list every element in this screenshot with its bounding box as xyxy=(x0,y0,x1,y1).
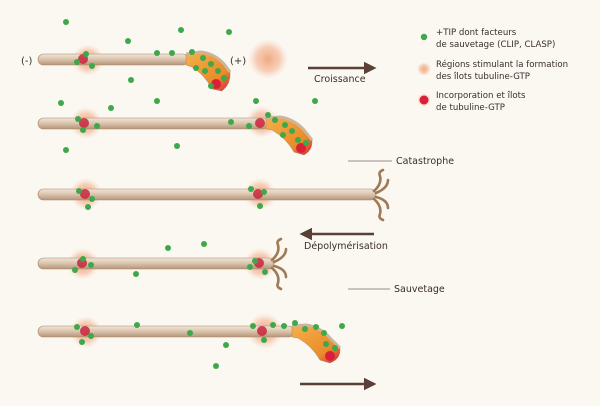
legend-region-line1: Régions stimulant la formation xyxy=(436,59,568,70)
minus-end-label: (-) xyxy=(21,56,33,67)
stage-label-rescue: Sauvetage xyxy=(394,284,445,295)
microtubule-row-depolymerisation xyxy=(37,237,288,291)
legend: +TIP dont facteurs de sauvetage (CLIP, C… xyxy=(417,28,568,113)
orange-halo-icon xyxy=(417,62,431,76)
gtp-island-dot xyxy=(257,326,267,336)
tip-protein-dots xyxy=(58,19,345,369)
microtubule-row-growth-2 xyxy=(37,106,314,156)
legend-island-line1: Incorporation et îlots xyxy=(436,91,526,101)
splayed-protofilaments xyxy=(270,237,288,291)
gtp-island-dot xyxy=(255,118,265,128)
stage-label-catastrophe: Catastrophe xyxy=(396,156,454,167)
microtubule-lattice xyxy=(37,188,377,201)
gtp-island-dot xyxy=(80,189,90,199)
gtp-island-dot xyxy=(253,189,263,199)
red-dot-icon xyxy=(419,95,429,105)
gtp-island-dot xyxy=(296,143,306,153)
legend-tip-line2: de sauvetage (CLIP, CLASP) xyxy=(436,40,555,50)
microtubule-lattice xyxy=(37,257,275,270)
splayed-protofilaments xyxy=(372,168,390,222)
gtp-island-dot xyxy=(325,351,335,361)
green-dot-icon xyxy=(420,33,428,41)
legend-region-line2: des îlots tubuline-GTP xyxy=(436,72,530,82)
stage-label-depolymerisation: Dépolymérisation xyxy=(304,241,388,252)
gtp-island-dot xyxy=(79,118,89,128)
plus-end-label: (+) xyxy=(230,56,246,67)
stage-label-growth: Croissance xyxy=(314,74,366,85)
gtp-region-halo xyxy=(248,39,288,79)
legend-island-line2: de tubuline-GTP xyxy=(436,103,505,113)
gtp-island-dot xyxy=(80,326,90,336)
microtubule-row-growth xyxy=(37,39,288,92)
microtubule-row-catastrophe xyxy=(37,168,390,222)
legend-tip-line1: +TIP dont facteurs xyxy=(436,28,517,38)
microtubule-lattice xyxy=(37,53,189,66)
microtubule-row-rescue xyxy=(37,313,342,364)
gtp-cap xyxy=(185,51,231,92)
